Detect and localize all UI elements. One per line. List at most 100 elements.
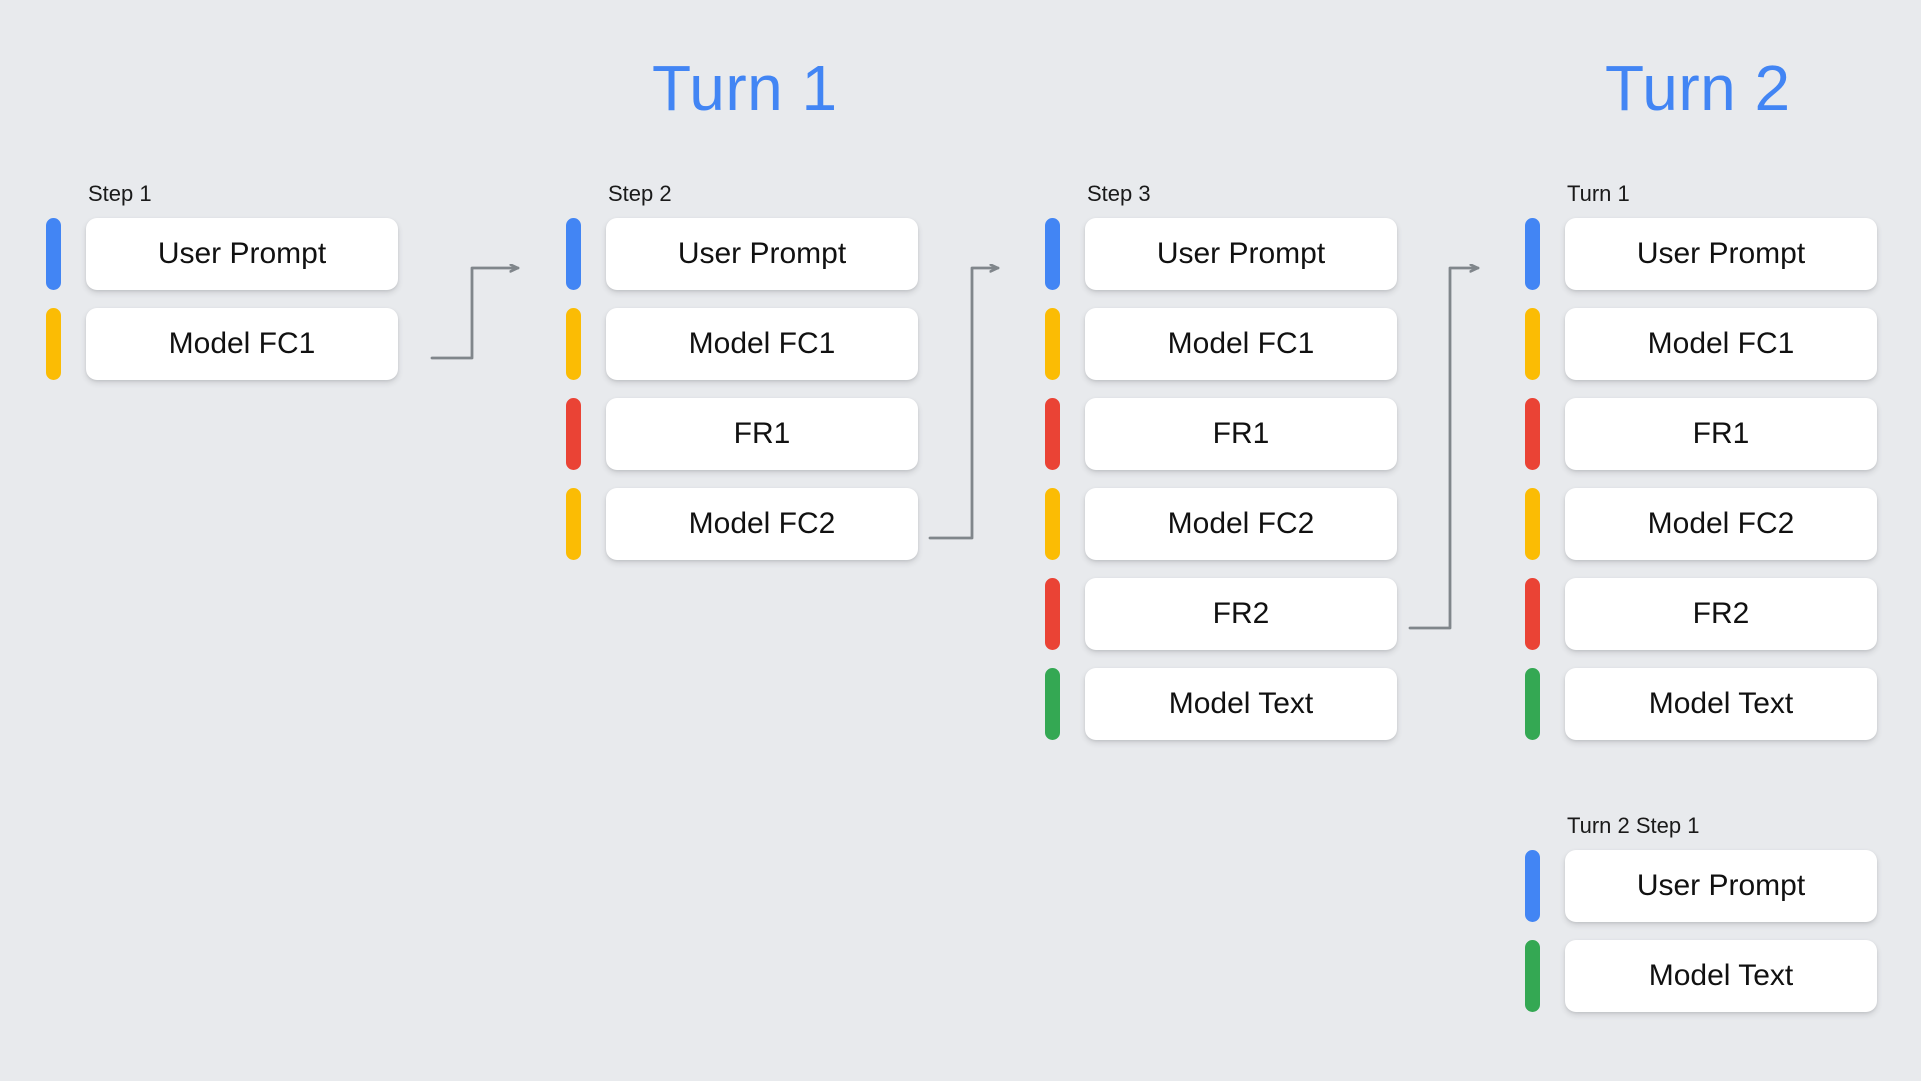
model-fc-color-bar (1525, 308, 1540, 380)
model-text-color-bar (1525, 940, 1540, 1012)
card-label: Model FC1 (1167, 327, 1315, 360)
column-turn-2-step-1: Turn 2 Step 1 User Prompt Model Text (1525, 815, 1877, 1012)
list-item[interactable]: FR1 (1045, 398, 1397, 470)
column-label-step-1: Step 1 (88, 181, 152, 206)
column-turn-1: Turn 1 User Prompt Model FC1 FR1 (1525, 183, 1877, 740)
arrow-step1-to-step2 (430, 268, 520, 360)
turn-1-title: Turn 1 (652, 52, 838, 124)
model-text-color-bar (1525, 668, 1540, 740)
card[interactable]: Model FC1 (1085, 308, 1397, 380)
user-prompt-color-bar (46, 218, 61, 290)
card-label: FR2 (1212, 597, 1270, 630)
list-item[interactable]: User Prompt (1525, 850, 1877, 922)
card[interactable]: FR1 (606, 398, 918, 470)
row-list: User Prompt Model FC1 FR1 Model FC2 (1045, 218, 1397, 740)
list-item[interactable]: FR1 (1525, 398, 1877, 470)
list-item[interactable]: FR2 (1525, 578, 1877, 650)
card[interactable]: User Prompt (1085, 218, 1397, 290)
card-label: FR1 (1212, 417, 1270, 450)
card-label: Model FC1 (168, 327, 316, 360)
list-item[interactable]: Model FC1 (1525, 308, 1877, 380)
turn-2-title: Turn 2 (1605, 52, 1791, 124)
function-response-color-bar (1045, 578, 1060, 650)
card-label: Model Text (1648, 959, 1794, 992)
user-prompt-color-bar (1045, 218, 1060, 290)
row-list: User Prompt Model FC1 FR1 Model FC2 (1525, 218, 1877, 740)
card[interactable]: User Prompt (606, 218, 918, 290)
card[interactable]: User Prompt (86, 218, 398, 290)
card[interactable]: User Prompt (1565, 218, 1877, 290)
list-item[interactable]: Model Text (1525, 668, 1877, 740)
list-item[interactable]: Model Text (1525, 940, 1877, 1012)
list-item[interactable]: Model FC2 (1045, 488, 1397, 560)
card[interactable]: Model FC2 (1085, 488, 1397, 560)
column-label-turn-2-step-1: Turn 2 Step 1 (1567, 813, 1700, 838)
model-fc-color-bar (566, 488, 581, 560)
card-label: Model FC1 (688, 327, 836, 360)
card[interactable]: User Prompt (1565, 850, 1877, 922)
list-item[interactable]: Model Text (1045, 668, 1397, 740)
card-label: User Prompt (1636, 869, 1806, 902)
user-prompt-color-bar (566, 218, 581, 290)
card[interactable]: Model Text (1085, 668, 1397, 740)
list-item[interactable]: User Prompt (1045, 218, 1397, 290)
card-label: User Prompt (1156, 237, 1326, 270)
function-response-color-bar (1525, 578, 1540, 650)
card[interactable]: Model Text (1565, 668, 1877, 740)
column-label-step-2: Step 2 (608, 181, 672, 206)
list-item[interactable]: User Prompt (1525, 218, 1877, 290)
list-item[interactable]: FR1 (566, 398, 918, 470)
model-fc-color-bar (566, 308, 581, 380)
card[interactable]: Model FC2 (1565, 488, 1877, 560)
column-step-3: Step 3 User Prompt Model FC1 FR1 (1045, 183, 1397, 740)
model-fc-color-bar (1525, 488, 1540, 560)
card-label: FR1 (1692, 417, 1750, 450)
list-item[interactable]: User Prompt (566, 218, 918, 290)
card[interactable]: Model FC1 (86, 308, 398, 380)
function-response-color-bar (566, 398, 581, 470)
card-label: Model Text (1168, 687, 1314, 720)
row-list: User Prompt Model Text (1525, 850, 1877, 1012)
list-item[interactable]: Model FC1 (566, 308, 918, 380)
card-label: Model FC2 (688, 507, 836, 540)
row-list: User Prompt Model FC1 (46, 218, 398, 380)
card[interactable]: Model FC2 (606, 488, 918, 560)
user-prompt-color-bar (1525, 850, 1540, 922)
list-item[interactable]: Model FC2 (1525, 488, 1877, 560)
card-label: Model FC2 (1167, 507, 1315, 540)
card[interactable]: FR2 (1565, 578, 1877, 650)
card[interactable]: Model FC1 (606, 308, 918, 380)
card[interactable]: FR1 (1565, 398, 1877, 470)
model-fc-color-bar (1045, 488, 1060, 560)
column-label-step-3: Step 3 (1087, 181, 1151, 206)
list-item[interactable]: FR2 (1045, 578, 1397, 650)
arrow-step3-to-turn1 (1408, 268, 1480, 630)
arrow-step2-to-step3 (928, 268, 1000, 540)
card[interactable]: FR1 (1085, 398, 1397, 470)
card[interactable]: Model Text (1565, 940, 1877, 1012)
column-step-2: Step 2 User Prompt Model FC1 FR1 (566, 183, 918, 560)
column-step-1: Step 1 User Prompt Model FC1 (46, 183, 398, 380)
card-label: Model FC2 (1647, 507, 1795, 540)
list-item[interactable]: User Prompt (46, 218, 398, 290)
function-response-color-bar (1525, 398, 1540, 470)
row-list: User Prompt Model FC1 FR1 Model FC2 (566, 218, 918, 560)
list-item[interactable]: Model FC1 (1045, 308, 1397, 380)
model-fc-color-bar (1045, 308, 1060, 380)
card-label: User Prompt (677, 237, 847, 270)
card-label: Model Text (1648, 687, 1794, 720)
function-response-color-bar (1045, 398, 1060, 470)
card-label: User Prompt (1636, 237, 1806, 270)
card[interactable]: FR2 (1085, 578, 1397, 650)
list-item[interactable]: Model FC2 (566, 488, 918, 560)
card-label: FR2 (1692, 597, 1750, 630)
card-label: User Prompt (157, 237, 327, 270)
model-text-color-bar (1045, 668, 1060, 740)
column-label-turn-1: Turn 1 (1567, 181, 1630, 206)
model-fc-color-bar (46, 308, 61, 380)
list-item[interactable]: Model FC1 (46, 308, 398, 380)
user-prompt-color-bar (1525, 218, 1540, 290)
card-label: FR1 (733, 417, 791, 450)
card[interactable]: Model FC1 (1565, 308, 1877, 380)
